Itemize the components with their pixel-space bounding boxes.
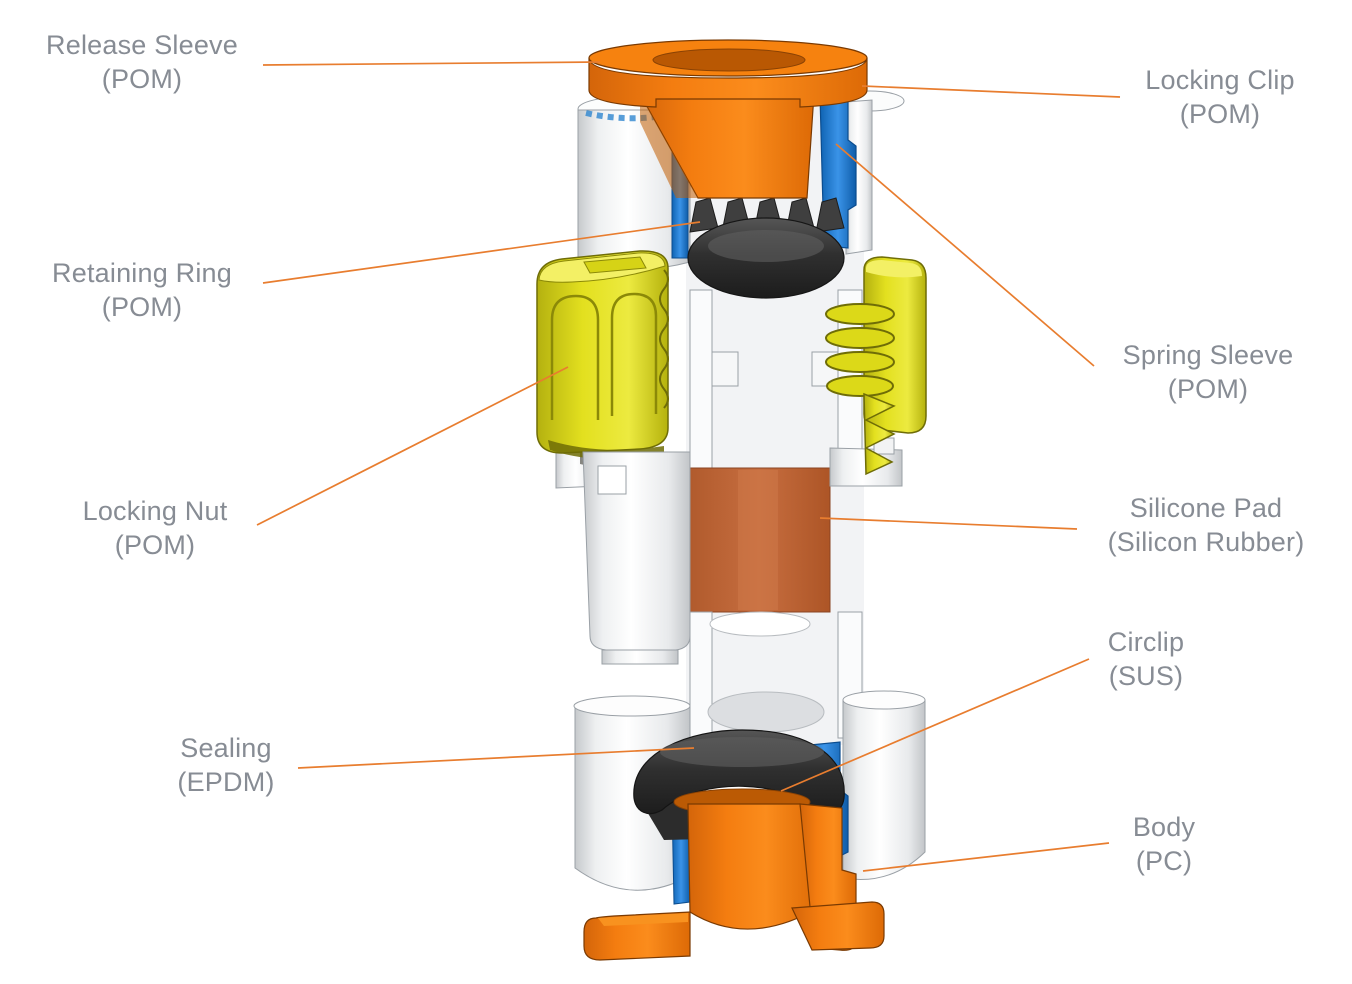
part-name: Locking Nut — [82, 496, 228, 526]
part-material: (POM) — [101, 292, 183, 322]
part-name: Sealing — [180, 733, 272, 763]
leader-body — [862, 842, 1110, 872]
label-sealing: Sealing (EPDM) — [177, 731, 274, 799]
leader-circlip — [780, 658, 1090, 792]
leader-silicone-pad — [819, 517, 1078, 530]
part-name: Spring Sleeve — [1122, 340, 1294, 370]
part-name: Release Sleeve — [46, 30, 238, 60]
label-retaining-ring: Retaining Ring (POM) — [52, 256, 232, 324]
part-name: Circlip — [1107, 627, 1185, 657]
part-material: (POM) — [114, 530, 196, 560]
leader-lines — [256, 61, 1121, 872]
part-material: (POM) — [1167, 374, 1249, 404]
label-locking-nut: Locking Nut (POM) — [83, 494, 228, 562]
leader-release-sleeve — [262, 61, 601, 66]
part-name: Retaining Ring — [52, 258, 232, 288]
label-circlip: Circlip (SUS) — [1108, 625, 1184, 693]
leader-spring-sleeve — [835, 143, 1095, 367]
silicone-pad-part — [687, 467, 863, 739]
locking-nut-part — [536, 250, 927, 476]
bottom-plug-part — [583, 788, 885, 961]
retaining-ring-part — [687, 197, 845, 299]
part-material: (POM) — [101, 64, 183, 94]
part-material: (EPDM) — [177, 767, 275, 797]
label-body: Body (PC) — [1133, 810, 1195, 878]
part-name: Silicone Pad — [1129, 493, 1283, 523]
nut-thread-coil — [825, 303, 896, 476]
label-locking-clip: Locking Clip (POM) — [1145, 63, 1294, 131]
leader-locking-clip — [861, 85, 1121, 98]
label-spring-sleeve: Spring Sleeve (POM) — [1123, 338, 1294, 406]
leader-locking-nut — [256, 366, 569, 526]
outer-sleeve-mid — [582, 451, 691, 665]
label-silicone-pad: Silicone Pad (Silicon Rubber) — [1108, 491, 1305, 559]
part-name: Body — [1132, 812, 1196, 842]
part-material: (PC) — [1135, 846, 1193, 876]
leader-sealing — [297, 747, 695, 769]
part-material: (Silicon Rubber) — [1107, 527, 1305, 557]
label-release-sleeve: Release Sleeve (POM) — [46, 28, 238, 96]
part-name: Locking Clip — [1145, 65, 1295, 95]
part-material: (SUS) — [1108, 661, 1184, 691]
part-material: (POM) — [1179, 99, 1261, 129]
leader-retaining-ring — [262, 221, 701, 284]
release-sleeve-part — [588, 39, 868, 199]
